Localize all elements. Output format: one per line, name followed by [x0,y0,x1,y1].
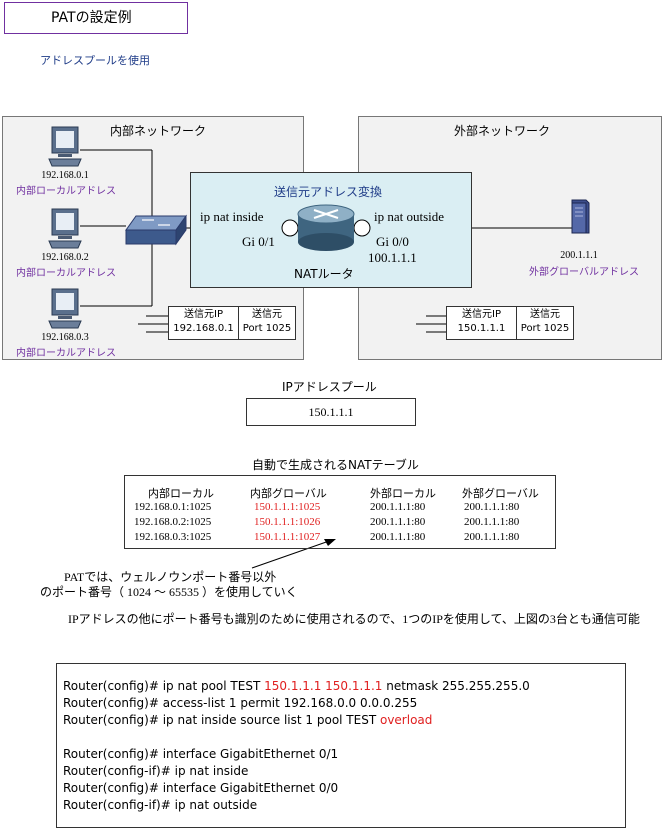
packet-src-ip: 150.1.1.1 [457,323,506,334]
switch-icon [125,214,187,246]
pc-icon [48,208,82,249]
server-role: 外部グローバルアドレス [529,267,639,278]
outside-port-label: Gi 0/0 [376,234,409,249]
nat-table-header: 内部グローバル [250,487,327,500]
nat-table-cell: 192.168.0.1:1025 [134,501,212,513]
pat-note-line1: PATでは、ウェルノウンポート番号以外 [64,570,277,584]
packet-src-ip-header: 送信元IP [184,309,223,320]
pat-note-line2: のポート番号（ 1024 ～ 65535 ）を使用していく [40,585,298,599]
config-line: Router(config)# interface GigabitEtherne… [63,747,339,761]
page-title: PATの設定例 [4,2,188,34]
config-line: Router(config)# ip nat inside source lis… [63,713,433,727]
outside-network-label: 外部ネットワーク [454,124,551,138]
nat-table-cell: 200.1.1.1:80 [464,501,520,513]
packet-src-port: Port 1025 [520,323,570,334]
nat-table-cell: 150.1.1.1:1027 [254,531,321,543]
inside-packet-header: 送信元IP 192.168.0.1 送信元 Port 1025 [168,306,296,340]
nat-table-header: 内部ローカル [148,487,214,500]
host-ip: 192.168.0.2 [41,252,89,263]
pool-label: IPアドレスプール [282,380,377,394]
outside-ip-label: 100.1.1.1 [368,250,417,265]
nat-table-cell: 192.168.0.2:1025 [134,516,212,528]
inside-network-label: 内部ネットワーク [110,124,207,138]
explanation-text: IPアドレスの他にポート番号も識別のために使用されるので、1つのIPを使用して、… [68,612,640,626]
packet-src-port-header: 送信元 [530,309,560,320]
host-role: 内部ローカルアドレス [16,268,116,279]
nat-table-title: 自動で生成されるNATテーブル [252,458,419,472]
router-config-block: Router(config)# ip nat pool TEST 150.1.1… [56,663,626,828]
page-subtitle: アドレスプールを使用 [40,54,150,67]
packet-src-ip: 192.168.0.1 [173,323,234,334]
nat-table-cell: 200.1.1.1:80 [370,516,426,528]
nat-table-header: 外部ローカル [370,487,436,500]
pc-icon [48,288,82,329]
host-ip: 192.168.0.1 [41,170,89,181]
outside-interface-label: ip nat outside [374,209,445,224]
inside-port-label: Gi 0/1 [242,234,275,249]
server-ip: 200.1.1.1 [560,250,598,261]
nat-table [124,475,556,549]
nat-table-cell: 150.1.1.1:1025 [254,501,321,513]
nat-table-cell: 200.1.1.1:80 [370,531,426,543]
pc-icon [48,126,82,167]
nat-table-cell: 200.1.1.1:80 [464,531,520,543]
host-role: 内部ローカルアドレス [16,186,116,197]
config-line: Router(config-if)# ip nat outside [63,798,258,812]
config-line: Router(config)# access-list 1 permit 192… [63,696,418,710]
router-section-label: 送信元アドレス変換 [274,185,383,199]
host-role: 内部ローカルアドレス [16,348,116,359]
config-line: Router(config)# ip nat pool TEST 150.1.1… [63,679,530,693]
nat-table-cell: 200.1.1.1:80 [464,516,520,528]
nat-table-cell: 150.1.1.1:1026 [254,516,321,528]
pool-value-box: 150.1.1.1 [246,398,416,426]
router-icon [281,204,371,251]
packet-src-ip-header: 送信元IP [462,309,501,320]
router-name: NATルータ [294,267,354,281]
config-line: Router(config)# interface GigabitEtherne… [63,781,339,795]
config-line: Router(config-if)# ip nat inside [63,764,249,778]
host-ip: 192.168.0.3 [41,332,89,343]
packet-src-port: Port 1025 [242,323,292,334]
nat-table-cell: 192.168.0.3:1025 [134,531,212,543]
server-icon [571,199,590,234]
nat-table-cell: 200.1.1.1:80 [370,501,426,513]
pool-value: 150.1.1.1 [308,405,354,419]
packet-src-port-header: 送信元 [252,309,282,320]
outside-packet-header: 送信元IP 150.1.1.1 送信元 Port 1025 [446,306,574,340]
inside-interface-label: ip nat inside [200,209,264,224]
nat-table-header: 外部グローバル [462,487,539,500]
